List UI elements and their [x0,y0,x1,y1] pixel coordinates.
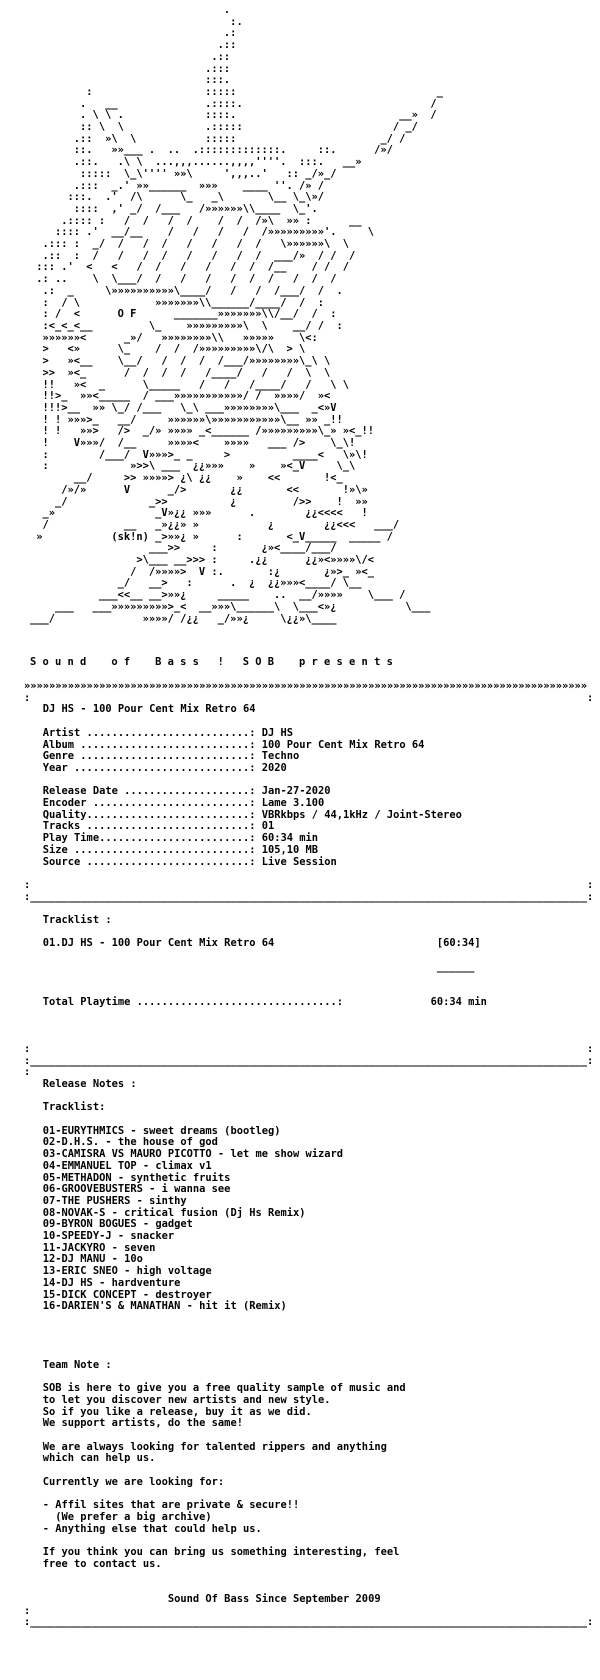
presents-line: S o u n d o f B a s s ! S O B p r e s e … [30,656,393,668]
ascii-art-logo: . :. .: .:: .:: .::: : [30,4,443,625]
nfo-body-text: »»»»»»»»»»»»»»»»»»»»»»»»»»»»»»»»»»»»»»»»… [24,680,594,1629]
